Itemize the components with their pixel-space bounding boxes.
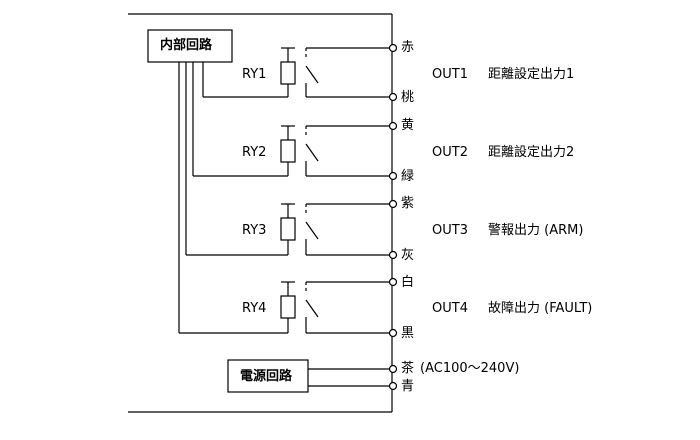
terminal-label-green: 緑 — [401, 169, 415, 184]
relay-ry2-symbol — [193, 125, 390, 177]
output-desc-out4: 故障出力 (FAULT) — [488, 301, 593, 316]
terminal-label-pink: 桃 — [401, 90, 415, 105]
terminal-label-purple: 紫 — [401, 196, 415, 211]
internal-circuit-box — [147, 29, 233, 63]
terminal-green-circle — [388, 171, 398, 181]
terminal-pink-circle — [388, 92, 398, 102]
terminal-label-red: 赤 — [401, 40, 415, 55]
terminal-label-black: 黒 — [401, 326, 415, 341]
output-name-out4: OUT4 — [432, 301, 468, 316]
power-voltage-note: (AC100〜240V) — [420, 361, 520, 376]
terminal-black-circle — [388, 328, 398, 338]
relay-label-ry1: RY1 — [242, 67, 267, 82]
output-name-out3: OUT3 — [432, 223, 468, 238]
terminal-label-brown: 茶 — [401, 361, 415, 376]
output-name-out1: OUT1 — [432, 67, 468, 82]
relay-ry4-symbol — [179, 281, 390, 334]
relay-label-ry2: RY2 — [242, 145, 267, 160]
terminal-label-gray: 灰 — [401, 248, 415, 263]
output-name-out2: OUT2 — [432, 145, 468, 160]
internal-circuit-label: 内部回路 — [160, 38, 213, 53]
terminal-label-yellow: 黄 — [401, 118, 415, 133]
output-desc-out1: 距離設定出力1 — [488, 67, 575, 82]
terminal-red-circle — [388, 43, 398, 53]
terminal-label-blue: 青 — [401, 379, 415, 394]
terminal-gray-circle — [388, 250, 398, 260]
relay-ry1-symbol — [203, 47, 390, 98]
relay-ry3-symbol — [186, 203, 390, 256]
relay-label-ry3: RY3 — [242, 223, 267, 238]
output-desc-out3: 警報出力 (ARM) — [488, 223, 584, 238]
terminal-label-white: 白 — [401, 275, 415, 290]
terminal-brown-circle — [388, 364, 398, 374]
terminal-blue-circle — [388, 381, 398, 391]
power-circuit-label: 電源回路 — [240, 369, 293, 384]
relay-label-ry4: RY4 — [242, 301, 267, 316]
output-desc-out2: 距離設定出力2 — [488, 145, 575, 160]
terminal-white-circle — [388, 277, 398, 287]
terminal-purple-circle — [388, 199, 398, 209]
terminal-circles — [388, 43, 398, 391]
terminal-yellow-circle — [388, 121, 398, 131]
power-circuit-box — [227, 359, 309, 393]
